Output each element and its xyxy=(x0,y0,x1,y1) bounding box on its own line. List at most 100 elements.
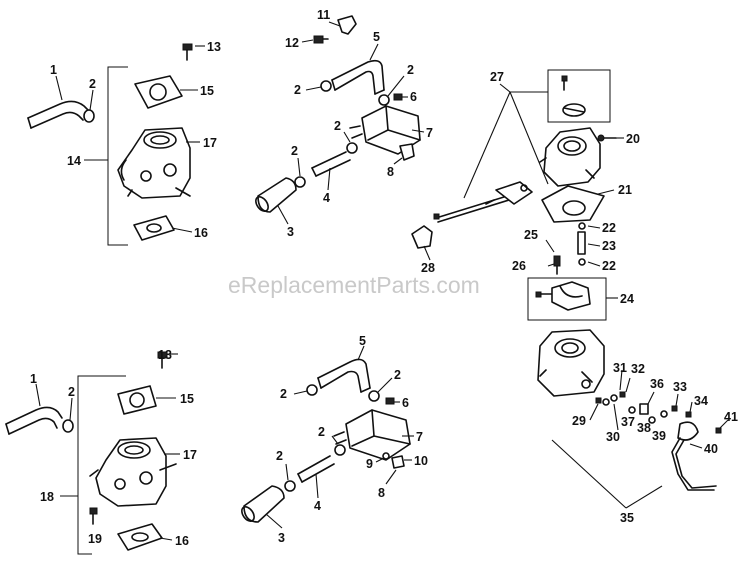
cap-part xyxy=(411,225,433,249)
callout-5: 5 xyxy=(373,30,380,44)
o-ring-part xyxy=(578,258,586,266)
fuel-hose-part xyxy=(317,358,371,393)
fuel-filter-part xyxy=(241,485,285,523)
washer-part xyxy=(382,452,390,460)
callout-20: 20 xyxy=(626,132,640,146)
callout-11: 11 xyxy=(317,8,330,22)
callout-2: 2 xyxy=(68,385,75,399)
callout-16: 16 xyxy=(175,534,189,548)
callout-38: 38 xyxy=(637,421,651,435)
callout-4: 4 xyxy=(314,499,321,513)
fuel-line-part xyxy=(297,455,335,483)
screw-part xyxy=(597,134,617,142)
callout-4: 4 xyxy=(323,191,330,205)
callout-2: 2 xyxy=(294,83,301,97)
callout-8: 8 xyxy=(378,486,385,500)
hose-clamp-part xyxy=(368,390,380,402)
nut-part xyxy=(313,35,329,44)
float-part xyxy=(535,281,591,311)
callout-30: 30 xyxy=(606,430,620,444)
callout-2: 2 xyxy=(89,77,96,91)
right-carburetor-group xyxy=(411,69,729,509)
base-gasket-part xyxy=(133,215,175,241)
callout-33: 33 xyxy=(673,380,687,394)
callout-8: 8 xyxy=(387,165,394,179)
callout-12: 12 xyxy=(285,36,299,50)
callout-1: 1 xyxy=(30,372,37,386)
fuel-hose-part xyxy=(331,59,385,95)
callout-2: 2 xyxy=(394,368,401,382)
o-ring-part xyxy=(578,222,586,230)
fuel-filter-part xyxy=(255,177,297,213)
callout-13: 13 xyxy=(207,40,221,54)
callout-25: 25 xyxy=(524,228,538,242)
callout-21: 21 xyxy=(618,183,632,197)
callout-27: 27 xyxy=(490,70,504,84)
watermark-text: eReplacementParts.com xyxy=(228,272,480,298)
callout-23: 23 xyxy=(602,239,616,253)
callout-2: 2 xyxy=(280,387,287,401)
callout-14: 14 xyxy=(67,154,81,168)
hose-clamp-part xyxy=(334,444,346,456)
callout-22: 22 xyxy=(602,259,616,273)
callout-13: 13 xyxy=(158,348,172,362)
screw-part xyxy=(182,43,193,61)
callout-29: 29 xyxy=(572,414,586,428)
hose-clamp-part xyxy=(320,80,332,92)
callout-17: 17 xyxy=(203,136,217,150)
callout-37: 37 xyxy=(621,415,635,429)
screw-part xyxy=(157,351,168,369)
choke-shaft-part xyxy=(433,181,533,223)
kit-box-27 xyxy=(547,69,611,123)
callout-2: 2 xyxy=(291,144,298,158)
callout-18: 18 xyxy=(40,490,54,504)
screw-part xyxy=(89,507,98,525)
callout-1: 1 xyxy=(50,63,57,77)
callout-19: 19 xyxy=(88,532,102,546)
gasket-part xyxy=(134,75,183,109)
callout-15: 15 xyxy=(180,392,194,406)
callout-15: 15 xyxy=(200,84,214,98)
callout-9: 9 xyxy=(366,457,373,471)
carburetor-body-part xyxy=(539,127,601,187)
plug-part xyxy=(399,143,415,161)
callout-2: 2 xyxy=(276,449,283,463)
callout-17: 17 xyxy=(183,448,197,462)
callout-labels: 1 2 13 15 14 17 16 11 12 5 2 2 6 2 7 2 8… xyxy=(30,8,738,548)
fitting-part xyxy=(393,93,403,101)
bottom-fuel-pump-group xyxy=(241,345,414,529)
hose-clamp-part xyxy=(294,176,306,188)
callout-7: 7 xyxy=(426,126,433,140)
gasket-part xyxy=(541,185,605,223)
gasket-part xyxy=(117,385,157,415)
fuel-hose-part xyxy=(5,406,63,435)
callout-6: 6 xyxy=(402,396,409,410)
bracket-clip-part xyxy=(337,15,357,35)
callout-7: 7 xyxy=(416,430,423,444)
hose-clamp-part xyxy=(284,480,296,492)
bracket-18 xyxy=(77,375,126,555)
top-fuel-pump-group xyxy=(255,15,425,225)
callout-16: 16 xyxy=(194,226,208,240)
hose-clamp-part xyxy=(83,109,95,123)
callout-34: 34 xyxy=(694,394,708,408)
callout-2: 2 xyxy=(334,119,341,133)
bottom-left-carburetor-group xyxy=(5,351,180,555)
callout-22: 22 xyxy=(602,221,616,235)
plug-part xyxy=(391,455,405,469)
callout-32: 32 xyxy=(631,362,645,376)
carburetor-part xyxy=(89,437,177,507)
carburetor-part xyxy=(117,127,191,199)
callout-2: 2 xyxy=(407,63,414,77)
small-fittings xyxy=(595,391,722,441)
carburetor-bowl-part xyxy=(537,329,605,397)
callout-35: 35 xyxy=(620,511,634,525)
kit-parts xyxy=(561,75,586,117)
callout-24: 24 xyxy=(620,292,634,306)
float-kit-box xyxy=(527,277,607,321)
fitting-part xyxy=(385,397,395,405)
callout-3: 3 xyxy=(287,225,294,239)
fuel-pump-part xyxy=(349,105,421,155)
callout-2: 2 xyxy=(318,425,325,439)
